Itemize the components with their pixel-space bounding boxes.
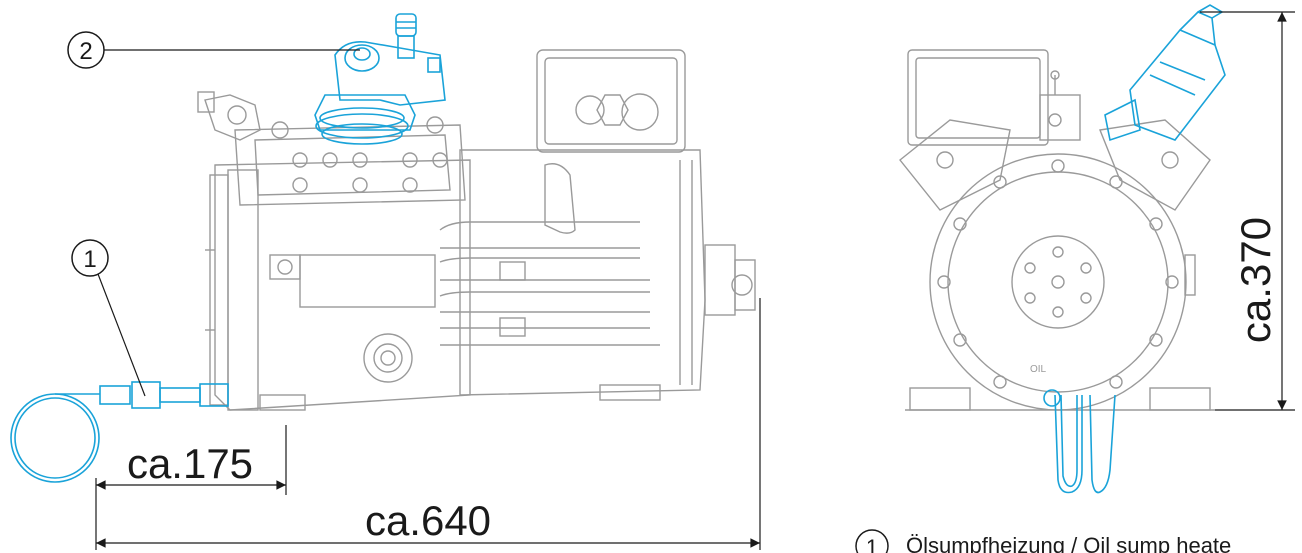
oil-pressure-module bbox=[314, 13, 446, 145]
dimension-370-label: ca.370 bbox=[1232, 217, 1279, 343]
dimension-640-label: ca.640 bbox=[365, 497, 491, 544]
dimension-175 bbox=[95, 425, 287, 550]
legend-number-1: 1 bbox=[866, 535, 878, 553]
callout-1: 1 bbox=[71, 239, 146, 397]
oil-sump-heater bbox=[10, 381, 229, 483]
front-oil-pressure-module bbox=[1104, 4, 1226, 142]
callout-1-number: 1 bbox=[83, 246, 96, 273]
front-oil-sump-heater bbox=[1043, 389, 1116, 494]
callout-2-number: 2 bbox=[79, 38, 92, 65]
dimension-370 bbox=[1200, 11, 1295, 411]
compressor-front-view: OIL bbox=[899, 49, 1215, 411]
dimension-175-label: ca.175 bbox=[127, 440, 253, 487]
dimension-640 bbox=[96, 298, 761, 550]
legend-text-1: Ölsumpfheizung / Oil sump heate bbox=[906, 533, 1231, 553]
legend-item-1: 1 Ölsumpfheizung / Oil sump heate bbox=[855, 529, 1231, 553]
callout-2: 2 bbox=[67, 31, 360, 69]
svg-text:OIL: OIL bbox=[1030, 364, 1047, 375]
compressor-side-view bbox=[197, 49, 756, 411]
